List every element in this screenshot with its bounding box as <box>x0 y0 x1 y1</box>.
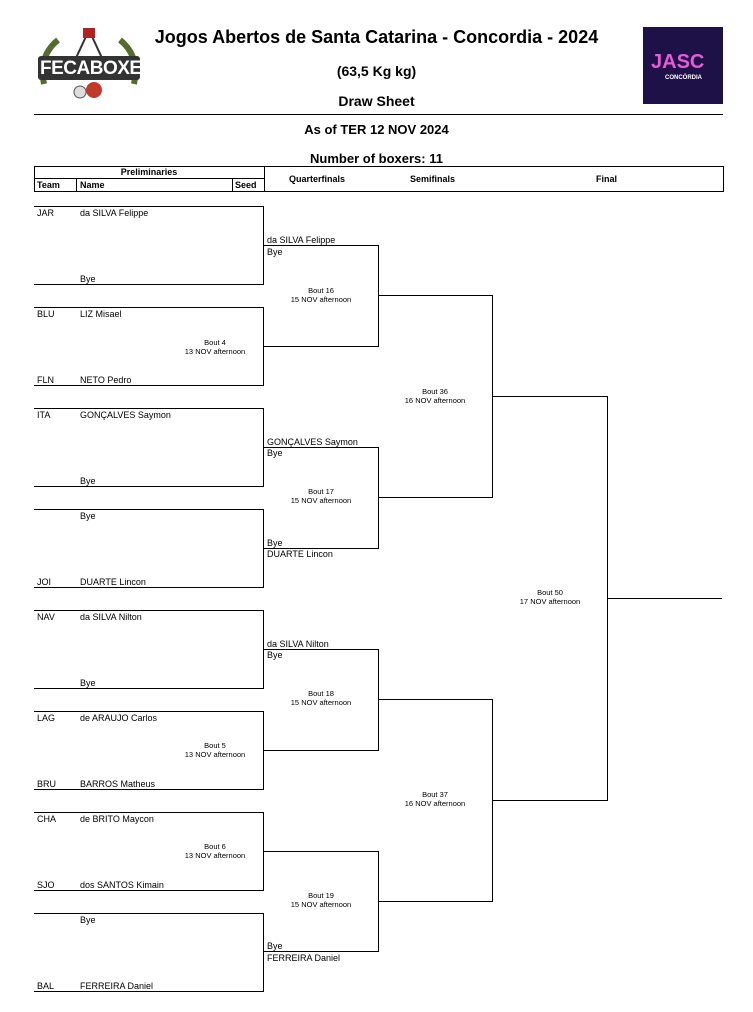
column-header <box>34 166 724 192</box>
boxer-name: GONÇALVES Saymon <box>80 410 171 420</box>
bout-date: 15 NOV afternoon <box>290 295 352 304</box>
bout-number: Bout 5 <box>204 741 226 750</box>
boxer-name: NETO Pedro <box>80 375 132 385</box>
boxer-name: Bye <box>80 915 96 925</box>
qf-entrant: Bye <box>267 448 283 458</box>
bout-label: Bout 37 16 NOV afternoon <box>390 790 480 808</box>
col-final: Final <box>596 174 618 184</box>
bout-number: Bout 50 <box>537 588 563 597</box>
bout-date: 13 NOV afternoon <box>184 851 246 860</box>
header-divider <box>34 114 723 115</box>
bout-label: Bout 5 13 NOV afternoon <box>170 741 260 759</box>
boxer-name: dos SANTOS Kimain <box>80 880 164 890</box>
boxer-name: da SILVA Felippe <box>80 208 149 218</box>
bout-number: Bout 17 <box>308 487 334 496</box>
team-code: BLU <box>37 309 55 319</box>
qf-entrant: GONÇALVES Saymon <box>267 437 358 447</box>
boxer-name: DUARTE Lincon <box>80 577 146 587</box>
jasc-logo-text: JASC <box>651 51 705 73</box>
qf-entrant: da SILVA Nilton <box>267 639 329 649</box>
bout-number: Bout 19 <box>308 891 334 900</box>
col-name: Name <box>80 180 105 190</box>
boxer-name: da SILVA Nilton <box>80 612 142 622</box>
boxer-name: de ARAUJO Carlos <box>80 713 158 723</box>
boxer-name: Bye <box>80 476 96 486</box>
team-code: LAG <box>37 713 56 723</box>
boxer-count: Number of boxers: 11 <box>310 151 443 166</box>
bout-label: Bout 17 15 NOV afternoon <box>276 487 366 505</box>
boxer-name: Bye <box>80 274 96 284</box>
as-of-date: As of TER 12 NOV 2024 <box>304 122 449 137</box>
fecaboxe-logo: FECABOXE <box>36 26 142 102</box>
bout-label: Bout 18 15 NOV afternoon <box>276 689 366 707</box>
bout-date: 15 NOV afternoon <box>290 496 352 505</box>
qf-entrant: Bye <box>267 538 283 548</box>
bout-date: 15 NOV afternoon <box>290 900 352 909</box>
bout-label: Bout 4 13 NOV afternoon <box>170 338 260 356</box>
bout-number: Bout 16 <box>308 286 334 295</box>
team-code: BAL <box>37 981 55 991</box>
team-code: BRU <box>37 779 57 789</box>
bout-label: Bout 50 17 NOV afternoon <box>505 588 595 606</box>
bout-date: 13 NOV afternoon <box>184 750 246 759</box>
boxer-name: Bye <box>80 511 96 521</box>
jasc-logo-sub: CONCÓRDIA <box>665 75 702 81</box>
qf-entrant: Bye <box>267 247 283 257</box>
team-code: JOI <box>37 577 52 587</box>
bout-number: Bout 4 <box>204 338 226 347</box>
sheet-title: Draw Sheet <box>338 93 415 109</box>
boxer-name: LIZ Misael <box>80 309 122 319</box>
bout-label: Bout 16 15 NOV afternoon <box>276 286 366 304</box>
boxer-name: Bye <box>80 678 96 688</box>
col-preliminaries: Preliminaries <box>120 167 178 177</box>
jasc-logo: JASC CONCÓRDIA <box>643 27 723 104</box>
fecaboxe-logo-text: FECABOXE <box>40 58 142 79</box>
qf-entrant: da SILVA Felippe <box>267 235 336 245</box>
bout-date: 16 NOV afternoon <box>404 396 466 405</box>
bout-label: Bout 36 16 NOV afternoon <box>390 387 480 405</box>
bout-date: 15 NOV afternoon <box>290 698 352 707</box>
team-code: JAR <box>37 208 55 218</box>
team-code: CHA <box>37 814 57 824</box>
qf-entrant: Bye <box>267 941 283 951</box>
qf-entrant: Bye <box>267 650 283 660</box>
bout-number: Bout 18 <box>308 689 334 698</box>
col-quarterfinals: Quarterfinals <box>289 174 346 184</box>
bout-number: Bout 36 <box>422 387 448 396</box>
col-seed: Seed <box>235 180 257 190</box>
boxer-name: BARROS Matheus <box>80 779 156 789</box>
bout-number: Bout 6 <box>204 842 226 851</box>
boxer-name: de BRITO Maycon <box>80 814 154 824</box>
bout-date: 16 NOV afternoon <box>404 799 466 808</box>
bout-date: 13 NOV afternoon <box>184 347 246 356</box>
qf-entrant: FERREIRA Daniel <box>267 953 341 963</box>
weight-class: (63,5 Kg kg) <box>336 63 417 79</box>
bout-number: Bout 37 <box>422 790 448 799</box>
col-team: Team <box>37 180 60 190</box>
team-code: SJO <box>37 880 55 890</box>
boxer-name: FERREIRA Daniel <box>80 981 154 991</box>
bout-date: 17 NOV afternoon <box>519 597 581 606</box>
qf-entrant: DUARTE Lincon <box>267 549 333 559</box>
col-semifinals: Semifinals <box>410 174 456 184</box>
bout-label: Bout 6 13 NOV afternoon <box>170 842 260 860</box>
page-title: Jogos Abertos de Santa Catarina - Concor… <box>154 27 599 47</box>
team-code: FLN <box>37 375 55 385</box>
team-code: NAV <box>37 612 55 622</box>
bout-label: Bout 19 15 NOV afternoon <box>276 891 366 909</box>
team-code: ITA <box>37 410 51 420</box>
